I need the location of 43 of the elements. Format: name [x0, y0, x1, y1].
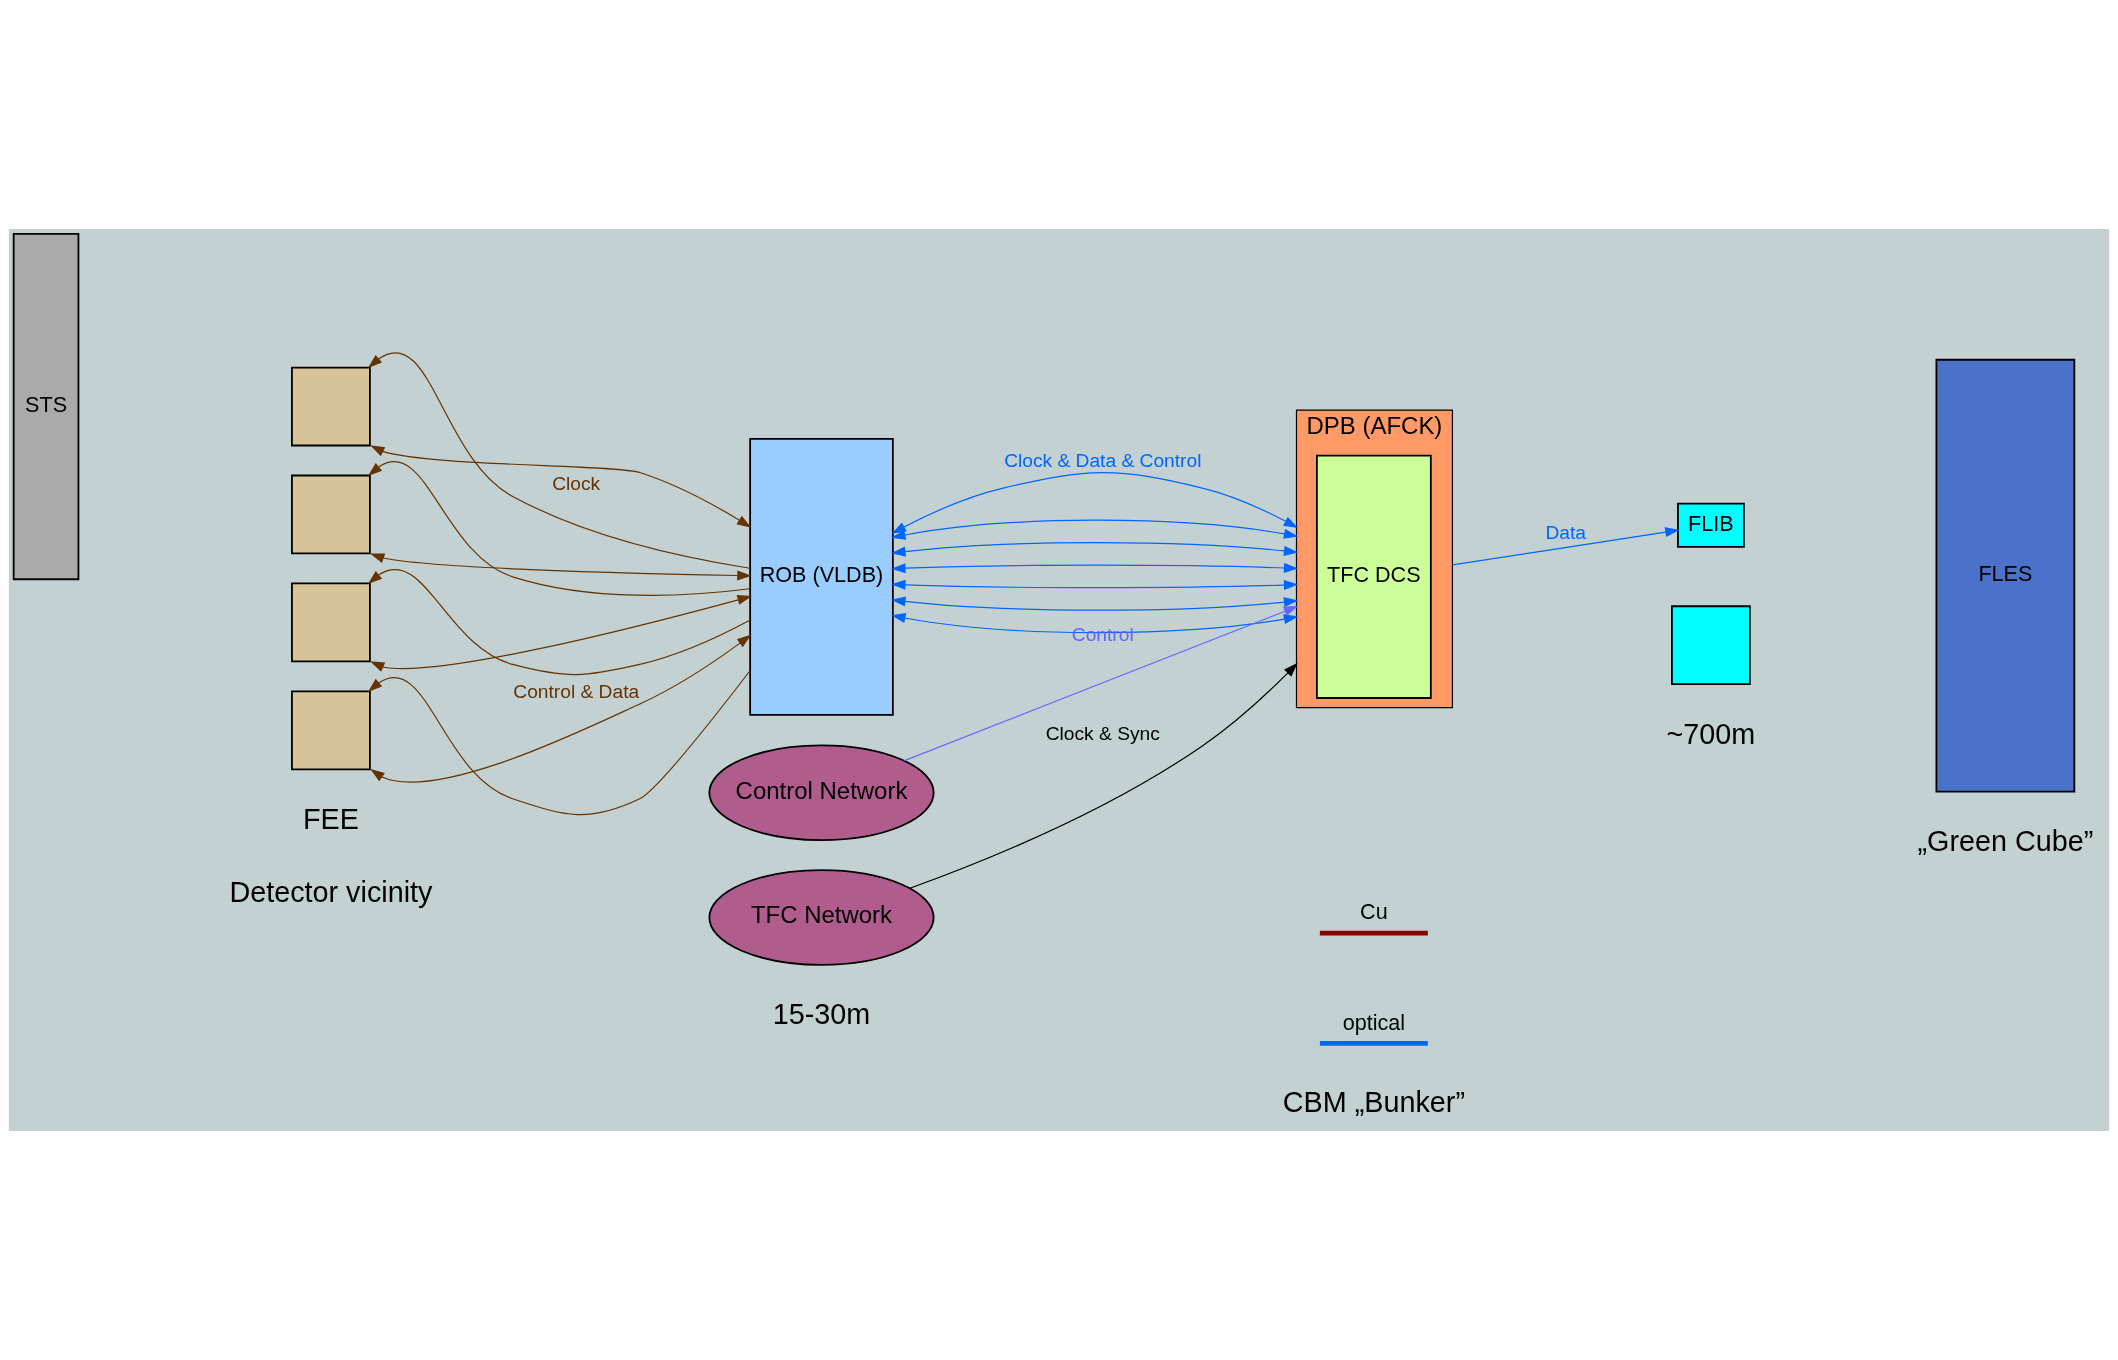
node-box [291, 474, 371, 555]
arrow [367, 670, 751, 816]
arrow [370, 634, 752, 783]
label: ~700m [1666, 717, 1756, 750]
arrow [891, 613, 1299, 634]
arrow [891, 579, 1299, 591]
node-box: STS [12, 232, 80, 581]
arrow [909, 662, 1298, 889]
node-box: ROB (VLDB) [749, 438, 894, 716]
arrow [370, 445, 752, 528]
edge-label: Data [1545, 522, 1587, 544]
arrow [891, 542, 1299, 557]
label: „Green Cube” [1917, 824, 2094, 857]
arrow [1451, 527, 1680, 566]
node-box [1671, 605, 1751, 686]
node-box: FLIB [1677, 502, 1745, 548]
edge-label: Clock & Sync [1045, 722, 1160, 744]
arrow [891, 472, 1299, 534]
arrow [367, 461, 751, 596]
edge-label: Clock & Data & Control [1004, 450, 1202, 472]
legend-label: Cu [1360, 899, 1388, 925]
arrow [370, 553, 752, 581]
label: FEE [302, 802, 359, 835]
edge-label: Clock [552, 473, 601, 495]
legend-label: optical [1342, 1009, 1406, 1035]
node-box: TFC DCS [1316, 454, 1432, 699]
label: CBM „Bunker” [1282, 1086, 1465, 1119]
label: 15-30m [772, 998, 871, 1031]
arrow [367, 352, 751, 569]
node-box [291, 690, 371, 771]
edge-label: Control & Data [513, 680, 640, 702]
node-box [291, 582, 371, 663]
arrow [891, 562, 1299, 574]
node-box [291, 366, 371, 447]
arrow [891, 519, 1299, 540]
node-box: FLES [1935, 358, 2076, 793]
arrow [903, 606, 1299, 762]
node-ellipse: Control Network [708, 744, 935, 842]
arrow [367, 569, 751, 676]
node-ellipse: TFC Network [708, 869, 935, 966]
arrow [891, 596, 1299, 611]
label: Detector vicinity [229, 876, 433, 909]
arrow [370, 595, 752, 672]
